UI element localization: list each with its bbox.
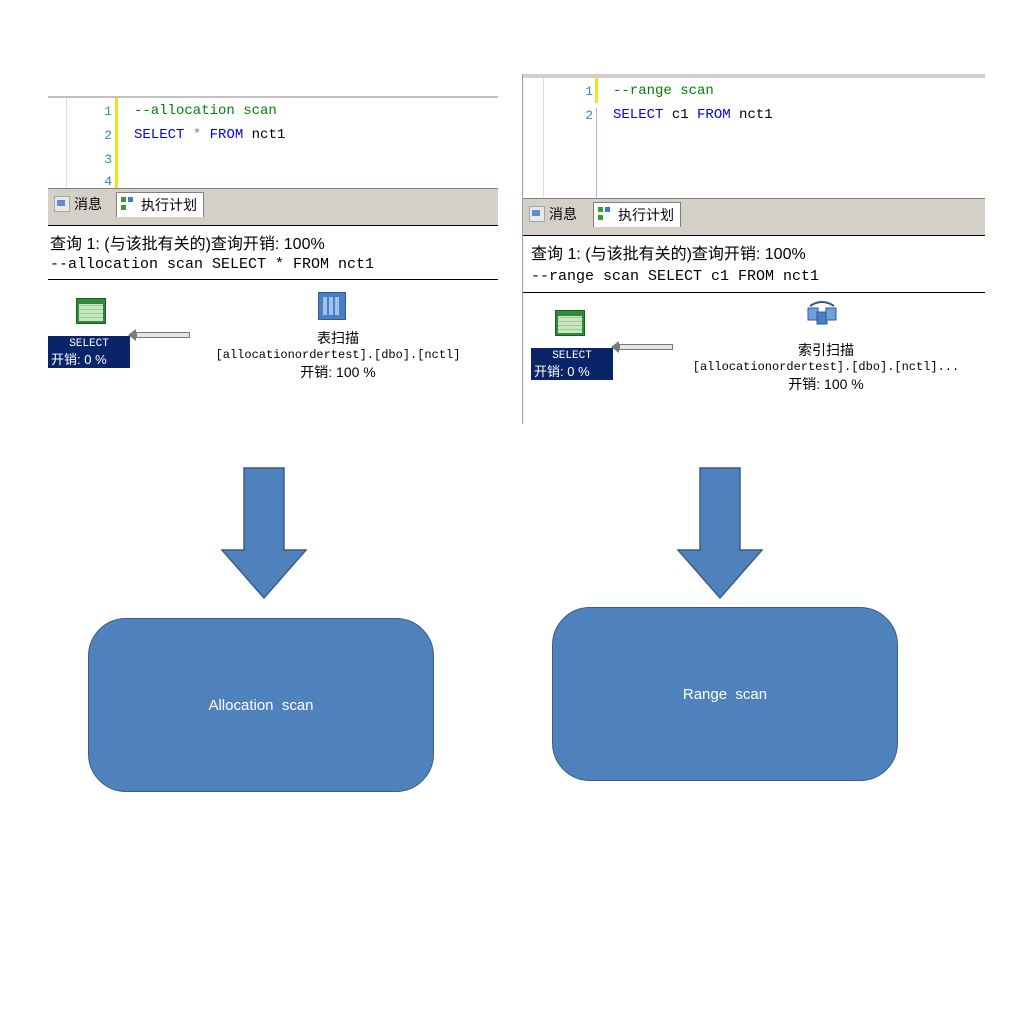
operator-cost: 开销: 100 %: [300, 364, 376, 380]
index-scan-node[interactable]: 索引扫描 [allocationordertest].[dbo].[nctl].…: [671, 340, 981, 394]
left-code-editor[interactable]: 1 2 3 4 --allocation scan SELECT * FROM …: [48, 96, 498, 190]
keyword: SELECT: [134, 127, 185, 143]
messages-icon: [54, 196, 70, 212]
operator-name: 表扫描: [317, 330, 359, 346]
allocation-scan-label: Allocation scan: [208, 696, 314, 714]
code-text: *: [184, 127, 210, 143]
tab-messages[interactable]: 消息: [50, 192, 102, 216]
right-screenshot: 1 2 --range scan SELECT c1 FROM nct1 消息 …: [522, 74, 985, 424]
operator-object: [allocationordertest].[dbo].[nctl]...: [692, 360, 960, 374]
query-sql-text: --range scan SELECT c1 FROM nct1: [531, 268, 820, 285]
table-scan-icon[interactable]: [318, 292, 346, 320]
right-toolbar-fragment: [523, 74, 985, 78]
tab-execution-plan[interactable]: 执行计划: [593, 202, 681, 227]
allocation-scan-box: Allocation scan: [88, 618, 434, 792]
separator: [523, 292, 985, 293]
plan-flow-arrow: [128, 329, 190, 341]
query-sql-text: --allocation scan SELECT * FROM nct1: [50, 256, 375, 273]
code-line-comment: --allocation scan: [134, 103, 277, 119]
keyword: FROM: [209, 127, 244, 143]
tab-messages-label: 消息: [74, 196, 102, 212]
query-cost-header: 查询 1: (与该批有关的)查询开销: 100%: [531, 246, 806, 263]
tab-execution-plan-label: 执行计划: [618, 207, 674, 223]
code-text: nct1: [243, 127, 286, 143]
execution-plan-icon: [121, 197, 135, 213]
left-gutter: [48, 98, 118, 190]
line-number: 2: [104, 128, 112, 143]
line-number: 3: [104, 152, 112, 167]
select-node-icon[interactable]: [76, 298, 106, 324]
tab-execution-plan[interactable]: 执行计划: [116, 192, 204, 217]
down-arrow-right: [676, 467, 764, 600]
right-code-editor[interactable]: 1 2 --range scan SELECT c1 FROM nct1: [523, 78, 985, 198]
code-line-query: SELECT * FROM nct1: [134, 127, 285, 143]
down-arrow-left: [220, 467, 308, 600]
query-cost-header: 查询 1: (与该批有关的)查询开销: 100%: [50, 236, 325, 253]
operator-object: [allocationordertest].[dbo].[nctl]: [215, 348, 461, 362]
separator: [48, 279, 498, 280]
right-gutter: [523, 78, 599, 198]
select-node-cost: 开销: 0 %: [534, 364, 590, 379]
tab-messages-label: 消息: [549, 206, 577, 222]
range-scan-box: Range scan: [552, 607, 898, 781]
right-result-tabbar: 消息 执行计划: [523, 198, 985, 236]
select-node-label: SELECT: [552, 350, 592, 362]
select-node-cost: 开销: 0 %: [51, 352, 107, 367]
code-line-comment: --range scan: [613, 83, 714, 99]
messages-icon: [529, 206, 545, 222]
keyword: FROM: [697, 107, 731, 123]
code-text: nct1: [730, 107, 773, 123]
range-scan-label: Range scan: [682, 685, 768, 703]
line-number: 2: [585, 108, 593, 123]
line-number: 1: [585, 84, 593, 99]
left-screenshot: 1 2 3 4 --allocation scan SELECT * FROM …: [48, 96, 498, 386]
left-result-tabbar: 消息 执行计划: [48, 188, 498, 226]
select-node-label: SELECT: [69, 338, 109, 350]
line-number: 4: [104, 174, 112, 189]
table-scan-node[interactable]: 表扫描 [allocationordertest].[dbo].[nctl] 开…: [188, 328, 488, 382]
line-number: 1: [104, 104, 112, 119]
code-line-query: SELECT c1 FROM nct1: [613, 107, 773, 123]
select-node[interactable]: SELECT 开销: 0 %: [531, 348, 613, 380]
tab-messages[interactable]: 消息: [525, 202, 577, 226]
plan-flow-arrow: [611, 341, 673, 353]
select-node-icon[interactable]: [555, 310, 585, 336]
index-scan-icon[interactable]: [807, 300, 837, 328]
operator-name: 索引扫描: [798, 342, 854, 358]
operator-cost: 开销: 100 %: [788, 376, 864, 392]
keyword: SELECT: [613, 107, 664, 123]
select-node[interactable]: SELECT 开销: 0 %: [48, 336, 130, 368]
tab-execution-plan-label: 执行计划: [141, 197, 197, 213]
execution-plan-icon: [598, 207, 612, 223]
code-text: c1: [663, 107, 698, 123]
